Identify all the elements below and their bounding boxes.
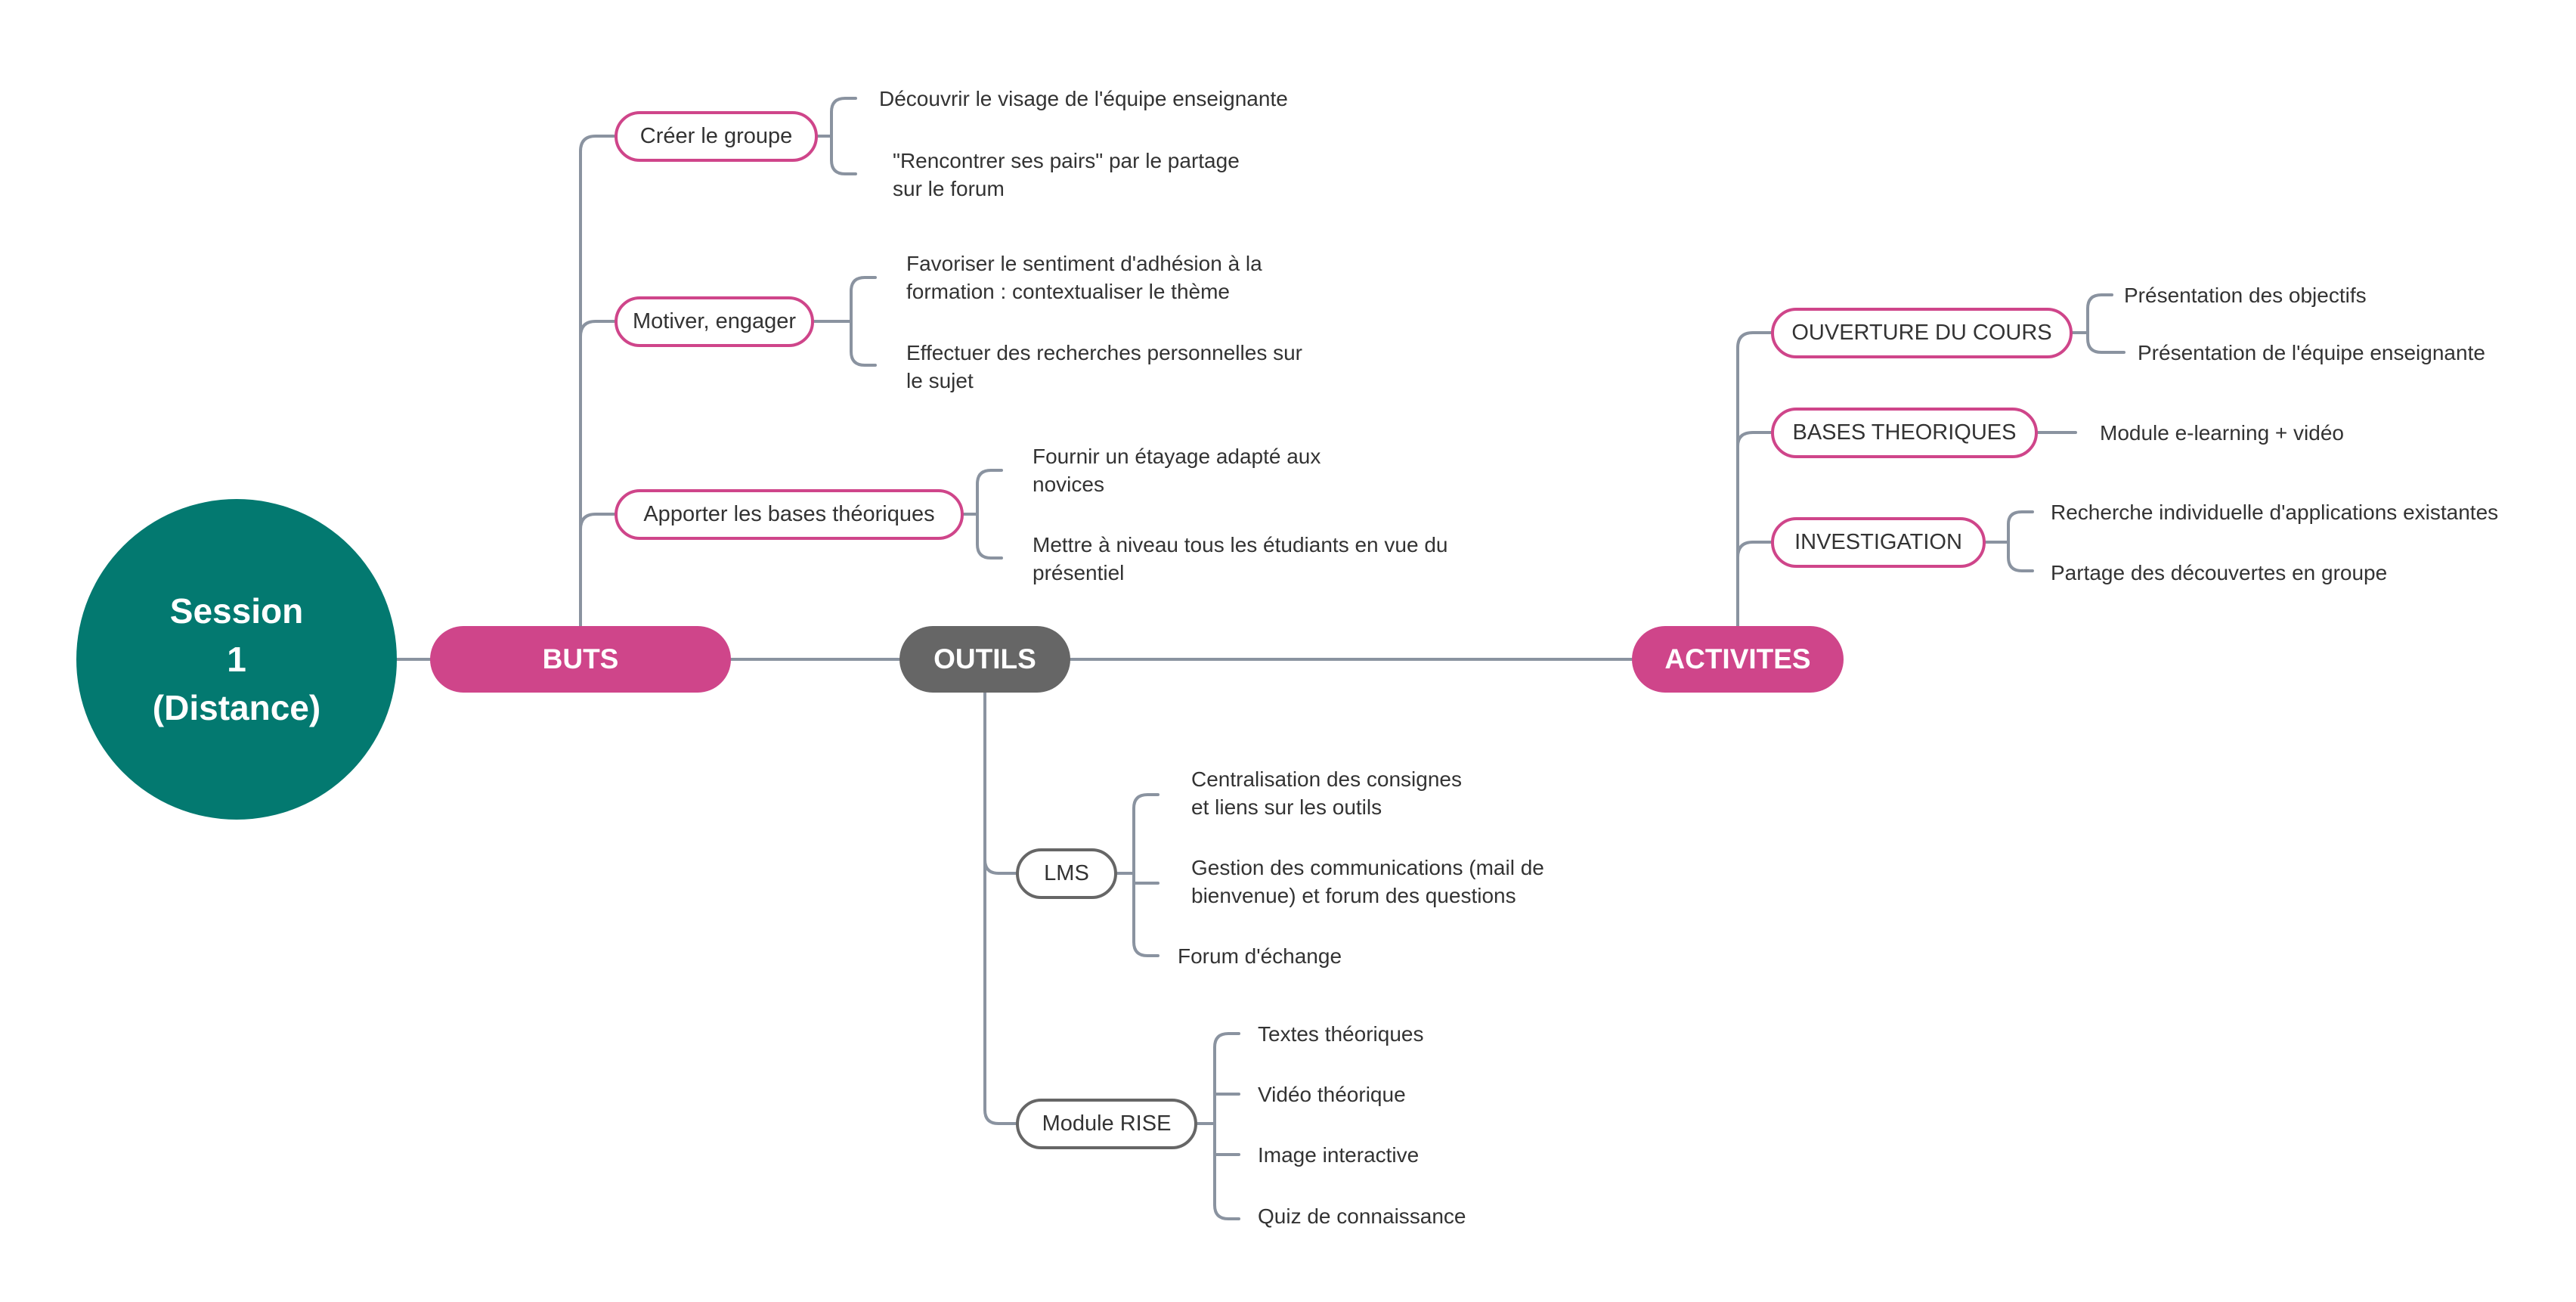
branch-activites[interactable]: ACTIVITES bbox=[1632, 626, 1844, 693]
root-node[interactable]: Session 1 (Distance) bbox=[76, 499, 397, 820]
leaf-gestion-communications: Gestion des communications (mail de bien… bbox=[1191, 856, 1544, 907]
leaf-presentation-equipe: Présentation de l'équipe enseignante bbox=[2138, 341, 2485, 364]
leaf-video-theorique: Vidéo théorique bbox=[1258, 1083, 1406, 1106]
leaf-quiz-connaissance: Quiz de connaissance bbox=[1258, 1204, 1466, 1228]
leaf-effectuer-recherches: Effectuer des recherches personnelles su… bbox=[906, 341, 1302, 392]
activites-node-investigation[interactable]: INVESTIGATION bbox=[1771, 517, 1986, 568]
leaf-image-interactive: Image interactive bbox=[1258, 1143, 1420, 1167]
activites-node-ouverture[interactable]: OUVERTURE DU COURS bbox=[1771, 308, 2073, 358]
leaf-favoriser-adhesion: Favoriser le sentiment d'adhésion à la f… bbox=[906, 252, 1262, 303]
leaf-textes-theoriques: Textes théoriques bbox=[1258, 1022, 1424, 1046]
leaf-presentation-objectifs: Présentation des objectifs bbox=[2124, 284, 2367, 307]
leaf-centralisation: Centralisation des consignes et liens su… bbox=[1191, 767, 1462, 819]
buts-node-creer-groupe[interactable]: Créer le groupe bbox=[615, 111, 818, 162]
leaf-rencontrer-pairs: "Rencontrer ses pairs" par le partage su… bbox=[893, 149, 1240, 200]
buts-node-motiver[interactable]: Motiver, engager bbox=[615, 296, 814, 347]
leaf-forum-echange: Forum d'échange bbox=[1178, 944, 1342, 968]
outils-node-module-rise[interactable]: Module RISE bbox=[1016, 1099, 1197, 1149]
branch-outils[interactable]: OUTILS bbox=[899, 626, 1070, 693]
leaf-partage-decouvertes: Partage des découvertes en groupe bbox=[2051, 561, 2388, 584]
buts-node-bases-theoriques[interactable]: Apporter les bases théoriques bbox=[615, 489, 964, 540]
leaf-fournir-etayage: Fournir un étayage adapté aux novices bbox=[1033, 445, 1321, 496]
leaf-decouvrir-visage: Découvrir le visage de l'équipe enseigna… bbox=[879, 87, 1288, 110]
branch-buts[interactable]: BUTS bbox=[430, 626, 731, 693]
leaf-mettre-a-niveau: Mettre à niveau tous les étudiants en vu… bbox=[1033, 533, 1448, 584]
outils-node-lms[interactable]: LMS bbox=[1016, 848, 1117, 899]
leaf-module-elearning: Module e-learning + vidéo bbox=[2100, 421, 2344, 445]
leaf-recherche-individuelle: Recherche individuelle d'applications ex… bbox=[2051, 501, 2499, 524]
activites-node-bases-theoriques[interactable]: BASES THEORIQUES bbox=[1771, 408, 2038, 458]
